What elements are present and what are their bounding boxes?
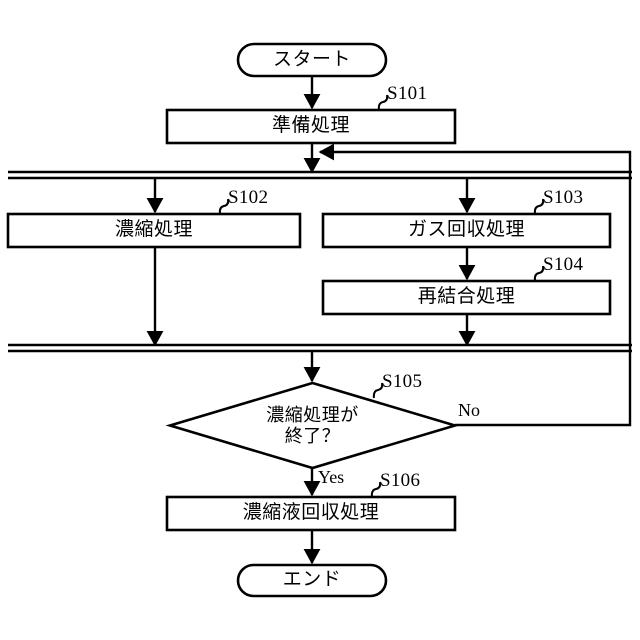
branch-label-yes: Yes xyxy=(318,467,345,487)
node-s104-shape[interactable] xyxy=(321,279,612,316)
node-end-shape[interactable] xyxy=(236,563,388,598)
node-s102-shape[interactable] xyxy=(6,212,302,249)
step-tag-s103: S103 xyxy=(543,187,584,208)
join-bar xyxy=(8,343,632,353)
leader-s101 xyxy=(377,94,389,111)
step-tag-s101: S101 xyxy=(387,83,428,104)
node-s101-shape[interactable] xyxy=(165,108,457,145)
leader-s104 xyxy=(533,265,545,282)
node-s103-shape[interactable] xyxy=(321,212,612,249)
leader-s103 xyxy=(533,198,545,215)
leader-s102 xyxy=(218,198,230,215)
step-tag-s106: S106 xyxy=(380,470,421,491)
node-start-shape[interactable] xyxy=(236,42,388,78)
leader-s105 xyxy=(372,382,384,399)
step-tag-s102: S102 xyxy=(228,187,269,208)
node-s106-shape[interactable] xyxy=(165,495,457,532)
step-tag-s104: S104 xyxy=(543,254,584,275)
branch-label-no: No xyxy=(458,400,480,420)
step-tag-s105: S105 xyxy=(382,371,423,392)
node-s105-shape[interactable] xyxy=(165,381,460,470)
fork-bar xyxy=(8,170,632,180)
edge-s105-no-loop xyxy=(318,143,632,427)
leader-s106 xyxy=(370,481,382,498)
